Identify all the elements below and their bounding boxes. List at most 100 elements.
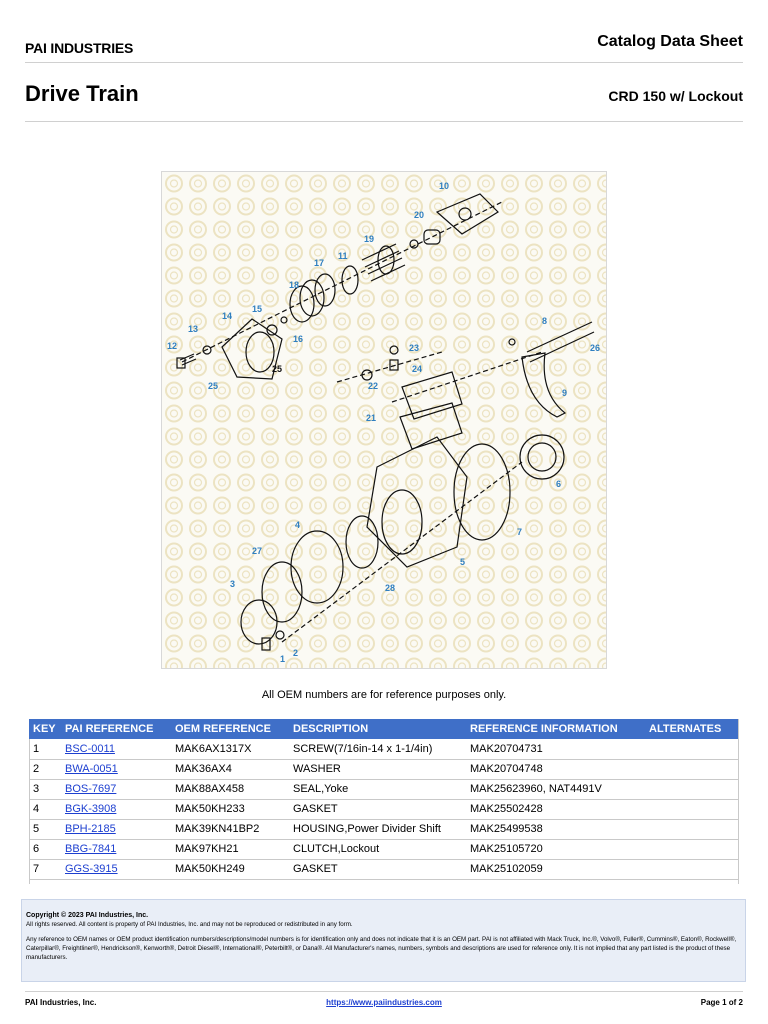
callout-25b: 25 <box>272 364 282 374</box>
title-divider <box>25 121 743 122</box>
cell-description: HOUSING,Power Divider Shift <box>289 819 466 840</box>
callout-24: 24 <box>412 364 422 374</box>
callout-25a: 25 <box>208 381 218 391</box>
callout-11: 11 <box>338 251 348 261</box>
cell-description: SCREW(7/16in-14 x 1-1/4in) <box>289 739 466 760</box>
callout-20: 20 <box>414 210 424 220</box>
callout-26: 26 <box>590 343 600 353</box>
cell-reference: MAK20704748 <box>466 759 645 780</box>
cell-oem: MAK39KN41BP2 <box>171 819 289 840</box>
col-header-pai-reference: PAI REFERENCE <box>61 719 171 739</box>
cell-key: 6 <box>29 839 61 860</box>
callout-15: 15 <box>252 304 262 314</box>
model-label: CRD 150 w/ Lockout <box>608 88 743 104</box>
cell-key: 2 <box>29 759 61 780</box>
cell-key: 3 <box>29 779 61 800</box>
oem-disclaimer: Any reference to OEM names or OEM produc… <box>26 936 737 962</box>
callout-3: 3 <box>230 579 235 589</box>
pai-part-link[interactable]: BSC-0011 <box>65 742 115 755</box>
copyright-line: Copyright © 2023 PAI Industries, Inc. <box>26 912 149 919</box>
pai-part-link[interactable]: BPH-2185 <box>65 823 116 835</box>
pai-part-link[interactable]: BOS-7697 <box>65 783 117 795</box>
cell-alternates <box>645 859 738 880</box>
cell-description: SEAL,Yoke <box>289 779 466 800</box>
cell-key: 1 <box>29 739 61 760</box>
callout-22: 22 <box>368 381 378 391</box>
cell-oem: MAK88AX458 <box>171 779 289 800</box>
cell-reference: MAK25499538 <box>466 819 645 840</box>
diagram-svg: 1 2 3 4 5 6 7 8 9 10 11 12 13 14 15 16 1… <box>162 172 606 668</box>
parts-table: KEY PAI REFERENCE OEM REFERENCE DESCRIPT… <box>29 719 738 880</box>
cell-description: GASKET <box>289 859 466 880</box>
table-row: 2 BWA-0051 MAK36AX4 WASHER MAK20704748 <box>29 759 738 780</box>
col-header-reference-information: REFERENCE INFORMATION <box>466 719 645 739</box>
watermark-pattern <box>162 172 606 668</box>
callout-4: 4 <box>295 520 300 530</box>
exploded-view-drawing <box>176 193 595 651</box>
callout-10: 10 <box>439 181 449 191</box>
table-row: 1 BSC-0011 MAK6AX1317X SCREW(7/16in-14 x… <box>29 739 738 760</box>
rights-statement: All rights reserved. All content is prop… <box>26 921 353 929</box>
callout-2: 2 <box>293 648 298 658</box>
callout-8: 8 <box>542 316 547 326</box>
cell-reference: MAK20704731 <box>466 739 645 760</box>
callout-18: 18 <box>289 280 299 290</box>
cell-oem: MAK50KH249 <box>171 859 289 880</box>
callout-1: 1 <box>280 654 285 664</box>
header-bar: PAI INDUSTRIES Catalog Data Sheet <box>25 30 743 60</box>
cell-reference: MAK25623960, NAT4491V <box>466 779 645 800</box>
pai-part-link[interactable]: BBG-7841 <box>65 843 117 855</box>
footer-website-link[interactable]: https://www.paiindustries.com <box>326 998 442 1007</box>
callout-28: 28 <box>385 583 395 593</box>
callout-23: 23 <box>409 343 419 353</box>
col-header-oem-reference: OEM REFERENCE <box>171 719 289 739</box>
cell-oem: MAK36AX4 <box>171 759 289 780</box>
callout-14: 14 <box>222 311 232 321</box>
callout-labels: 1 2 3 4 5 6 7 8 9 10 11 12 13 14 15 16 1… <box>167 181 600 664</box>
cell-alternates <box>645 779 738 800</box>
cell-description: WASHER <box>289 759 466 780</box>
table-row: 7 GGS-3915 MAK50KH249 GASKET MAK25102059 <box>29 859 738 880</box>
company-logo: PAI INDUSTRIES <box>25 40 134 56</box>
table-row: 3 BOS-7697 MAK88AX458 SEAL,Yoke MAK25623… <box>29 779 738 800</box>
exploded-parts-diagram: 1 2 3 4 5 6 7 8 9 10 11 12 13 14 15 16 1… <box>161 171 607 669</box>
cell-oem: MAK50KH233 <box>171 799 289 820</box>
sheet-title: Catalog Data Sheet <box>597 33 743 50</box>
cell-description: GASKET <box>289 799 466 820</box>
table-header-row: KEY PAI REFERENCE OEM REFERENCE DESCRIPT… <box>29 719 738 739</box>
footer-divider <box>25 991 743 992</box>
page-number: Page 1 of 2 <box>700 998 743 1007</box>
callout-27: 27 <box>252 546 262 556</box>
table-row: 6 BBG-7841 MAK97KH21 CLUTCH,Lockout MAK2… <box>29 839 738 860</box>
callout-13: 13 <box>188 324 198 334</box>
callout-19: 19 <box>364 234 374 244</box>
footer-company: PAI Industries, Inc. <box>25 998 97 1007</box>
page-title: Drive Train <box>25 81 139 106</box>
callout-17: 17 <box>314 258 324 268</box>
col-header-description: DESCRIPTION <box>289 719 466 739</box>
cell-alternates <box>645 739 738 760</box>
callout-21: 21 <box>366 413 376 423</box>
pai-part-link[interactable]: BGK-3908 <box>65 803 117 815</box>
pai-part-link[interactable]: GGS-3915 <box>65 863 118 875</box>
callout-9: 9 <box>562 388 567 398</box>
callout-12: 12 <box>167 341 177 351</box>
pai-part-link[interactable]: BWA-0051 <box>65 763 118 775</box>
table-row: 4 BGK-3908 MAK50KH233 GASKET MAK25502428 <box>29 799 738 820</box>
cell-alternates <box>645 759 738 780</box>
cell-description: CLUTCH,Lockout <box>289 839 466 860</box>
callout-5: 5 <box>460 557 465 567</box>
cell-oem: MAK97KH21 <box>171 839 289 860</box>
table-right-border <box>738 719 739 884</box>
cell-key: 7 <box>29 859 61 880</box>
cell-alternates <box>645 799 738 820</box>
callout-6: 6 <box>556 479 561 489</box>
table-row: 5 BPH-2185 MAK39KN41BP2 HOUSING,Power Di… <box>29 819 738 840</box>
cell-reference: MAK25105720 <box>466 839 645 860</box>
cell-oem: MAK6AX1317X <box>171 739 289 760</box>
cell-key: 4 <box>29 799 61 820</box>
legal-notice-box: Copyright © 2023 PAI Industries, Inc. Al… <box>21 899 746 982</box>
col-header-alternates: ALTERNATES <box>645 719 738 739</box>
cell-reference: MAK25102059 <box>466 859 645 880</box>
col-header-key: KEY <box>29 719 61 739</box>
